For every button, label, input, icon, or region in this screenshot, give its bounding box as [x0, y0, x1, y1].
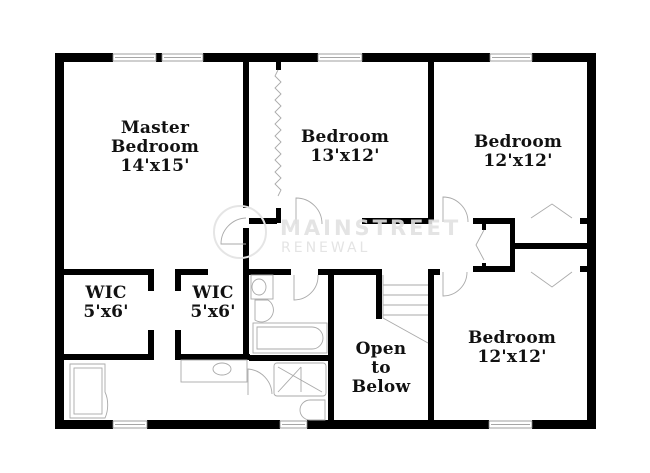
room-label-bedroom-4: Bedroom 12'x12' [452, 328, 572, 368]
label-line3: Below [351, 377, 411, 398]
room-label-wic-1: WIC 5'x6' [64, 283, 148, 323]
room-size: 5'x6' [190, 302, 236, 323]
label-line2: to [371, 358, 391, 379]
room-label-master-bedroom: Master Bedroom 14'x15' [95, 118, 215, 177]
room-size: 5'x6' [83, 302, 129, 323]
room-label-bedroom-2: Bedroom 13'x12' [285, 127, 405, 167]
room-size: 14'x15' [120, 156, 190, 177]
room-size: 12'x12' [483, 151, 553, 172]
room-size: 12'x12' [477, 347, 547, 368]
accordion-door [274, 69, 282, 197]
interior-walls [64, 53, 590, 429]
door-swings [220, 196, 573, 395]
room-size: 13'x12' [310, 146, 380, 167]
room-name: Bedroom [467, 328, 557, 348]
room-label-wic-2: WIC 5'x6' [176, 283, 250, 323]
windows [112, 53, 533, 429]
watermark-logo-icon [213, 205, 267, 259]
room-name: WIC [85, 283, 127, 303]
room-name-line2: Bedroom [110, 137, 200, 158]
bath-fixtures [69, 274, 328, 421]
stairs [382, 275, 429, 344]
label-line1: Open [355, 339, 407, 359]
room-name: Bedroom [473, 132, 563, 152]
room-label-open-to-below: Open to Below [334, 339, 428, 398]
room-name: WIC [192, 283, 234, 303]
room-name-line1: Master [120, 118, 190, 138]
room-label-bedroom-3: Bedroom 12'x12' [458, 132, 578, 172]
exterior-walls [55, 53, 596, 429]
room-name: Bedroom [300, 127, 390, 147]
